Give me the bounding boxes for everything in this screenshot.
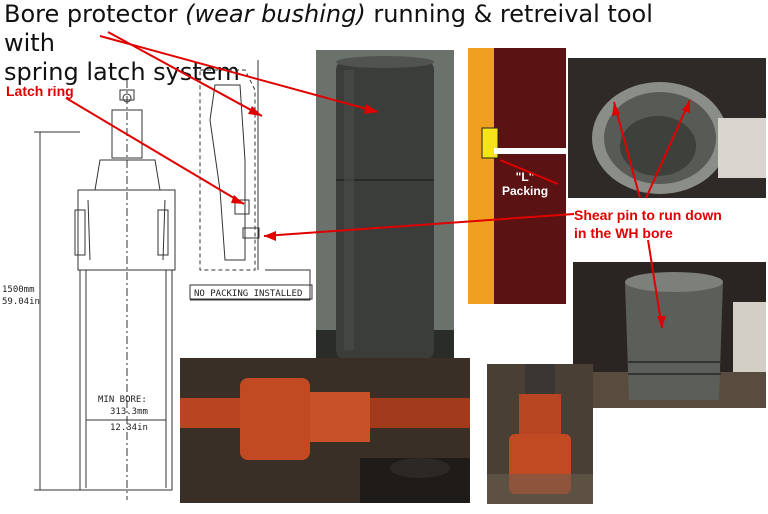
title-part3: running & retreival tool with: [4, 0, 653, 57]
l-packing-quote: "L": [515, 170, 535, 184]
arrow-shear-pin-top-2: [645, 99, 691, 199]
l-packing-text: Packing: [502, 184, 549, 198]
arrow-shear-pin-side: [647, 239, 663, 329]
photo-running-tool-horizontal: [180, 358, 470, 503]
arrow-shear-pin-drawing: [263, 213, 575, 237]
min-bore-label: MIN BORE:: [98, 395, 147, 405]
shear-pin-label-line1: Shear pin to run down: [574, 207, 722, 223]
arrow-latch-ring: [65, 97, 245, 205]
photo-running-tool-vertical: [487, 364, 593, 504]
height-in: 59.04in: [2, 297, 40, 307]
latch-ring-label: Latch ring: [6, 83, 74, 99]
photo-bushing-side-view: [573, 262, 766, 408]
technical-drawing: 1500mm 59.04in MIN BORE: 313.3mm 12.34in…: [2, 60, 313, 500]
min-bore-mm: 313.3mm: [110, 407, 148, 417]
photo-bushing-top-view: [568, 58, 766, 198]
l-packing-label: "L" Packing: [502, 170, 548, 198]
shear-pin-label: Shear pin to run down in the WH bore: [574, 206, 722, 242]
title-italic: (wear bushing): [185, 0, 366, 28]
arrow-l-packing: [499, 159, 559, 185]
cross-section-diagram: "L" Packing: [456, 48, 566, 304]
arrow-shear-pin-top-1: [613, 101, 641, 199]
no-packing-note: NO PACKING INSTALLED: [194, 289, 302, 299]
title-part1: Bore protector: [4, 0, 186, 28]
arrow-title-to-bushing: [99, 35, 379, 113]
slide-title: Bore protector (wear bushing) running & …: [4, 0, 704, 87]
shear-pin-label-line2: in the WH bore: [574, 225, 673, 241]
min-bore-in: 12.34in: [110, 423, 148, 433]
arrow-title-to-drawing: [107, 31, 263, 117]
height-mm: 1500mm: [2, 285, 35, 295]
